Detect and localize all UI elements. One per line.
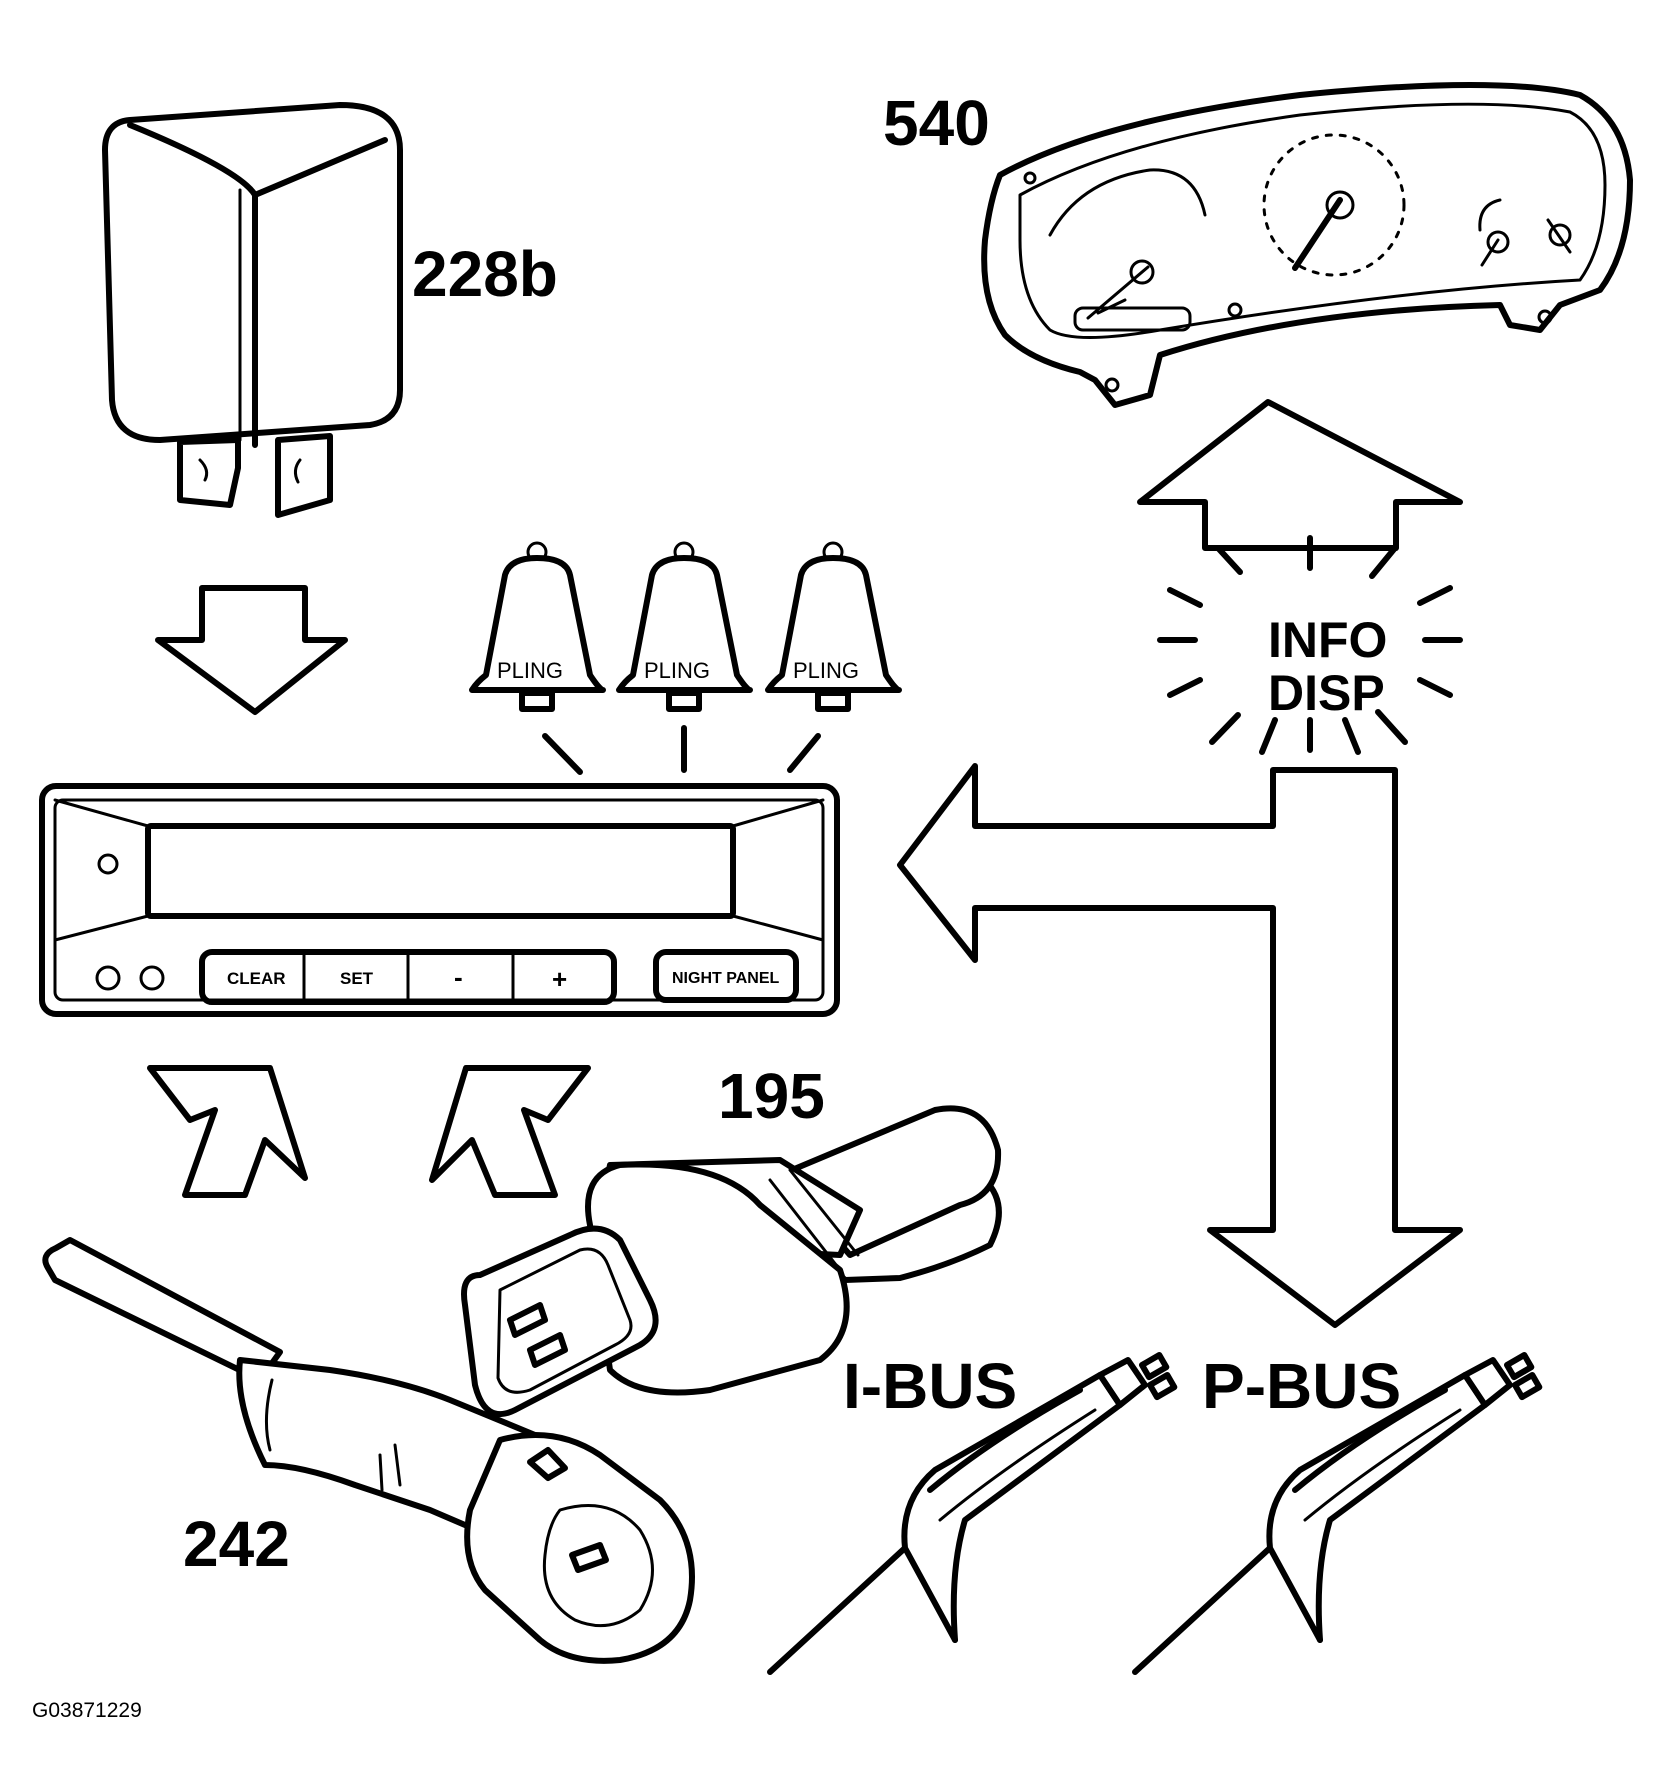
cluster-label: 540 [883,87,990,159]
info-disp-burst [1157,535,1463,755]
bell-1-label: PLING [497,658,563,683]
p-bus-cable [1132,1352,1543,1675]
figure-code: G03871229 [32,1699,142,1722]
sensor-242 [42,1237,695,1664]
relay-228b [102,102,403,518]
bell-1: PLING [469,541,606,712]
instrument-cluster-540 [981,82,1633,408]
sensor-195-label: 195 [718,1060,825,1132]
sensor-195 [461,1105,1002,1417]
bell-3: PLING [765,541,902,712]
plus-button: + [552,964,567,994]
info-display-unit [39,783,840,1017]
i-bus-label: I-BUS [843,1350,1017,1422]
bell-leader-lines [542,725,821,775]
arrow-bus-to-display [897,763,1463,1328]
arrow-242-to-display [147,1065,308,1198]
minus-button: - [454,962,463,992]
bell-2: PLING [616,541,753,712]
relay-label: 228b [412,238,558,310]
arrow-to-cluster [1137,399,1463,551]
info-label: INFO [1268,612,1387,668]
bell-3-label: PLING [793,658,859,683]
sensor-242-label: 242 [183,1508,290,1580]
i-bus-cable [767,1352,1178,1675]
set-button: SET [340,969,374,988]
bell-2-label: PLING [644,658,710,683]
clear-button: CLEAR [227,969,286,988]
p-bus-label: P-BUS [1202,1350,1401,1422]
night-panel-button: NIGHT PANEL [672,970,779,987]
arrow-relay-to-display [155,585,348,715]
arrow-195-to-display [429,1065,591,1198]
disp-label: DISP [1268,665,1385,721]
